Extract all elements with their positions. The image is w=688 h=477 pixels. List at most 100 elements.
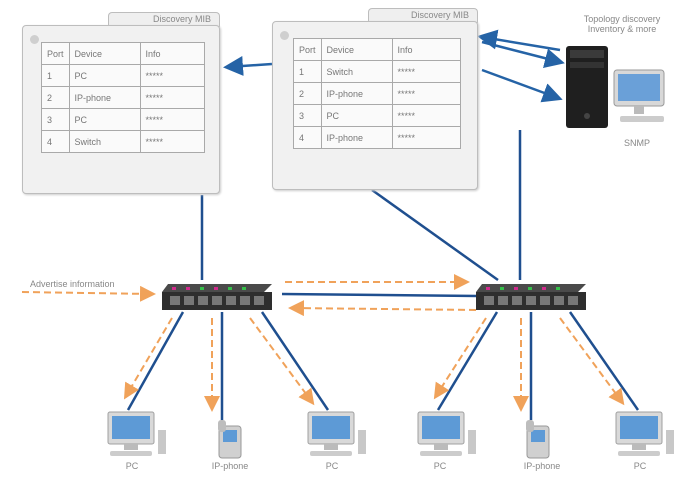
right-pc1-adv [433,317,487,400]
left-pc1-label: PC [125,461,139,471]
mib-to-mib-arrow [223,56,273,76]
server-to-mib-arrow [477,29,561,52]
mib-to-server-arrow-1 [481,40,565,68]
folder-dot-icon [30,35,39,44]
server-power-led [584,113,590,119]
pc-icon [107,411,166,456]
device-cell: PC [320,104,393,127]
left-mib-body: Port Device Info 1 PC ***** 2 IP-phone *… [22,25,220,194]
info-cell: ***** [391,104,462,127]
left-switch-icon [162,284,272,310]
left-discovery-mib: Discovery MIB Port Device Info 1 PC ****… [22,12,220,194]
left-mib-table: Port Device Info 1 PC ***** 2 IP-phone *… [41,42,206,153]
keyboard [620,116,664,122]
port-led [542,287,546,290]
left-pc2-label: PC [325,461,339,471]
port [170,296,180,305]
port-led [200,287,204,290]
table-row: 2 IP-phone ***** [293,82,462,105]
device-cell: IP-phone [68,86,141,109]
port-led [242,287,246,290]
port-cell: 1 [293,60,322,83]
table-header-row: Port Device Info [41,42,206,65]
port-led [556,287,560,290]
table-row: 3 PC ***** [293,104,462,127]
right-pc2-adv [559,317,625,406]
table-row: 1 Switch ***** [293,60,462,83]
right-pc2-link [568,311,640,411]
port [484,296,494,305]
port-cell: 1 [41,64,70,87]
monitor-stand [634,106,644,114]
ip-phone-icon [526,420,550,459]
port-led [486,287,490,290]
left-pc2-adv [249,317,315,406]
port-cell: 4 [41,130,70,153]
port-led [500,287,504,290]
ip-phone-icon [218,420,242,459]
device-cell: Switch [320,60,393,83]
device-cell: PC [68,108,141,131]
device-cell: Switch [68,130,141,153]
left-pc1-link [126,311,185,411]
port-led [186,287,190,290]
port [540,296,550,305]
info-header: Info [139,42,206,65]
port [512,296,522,305]
info-cell: ***** [391,60,462,83]
port-header: Port [41,42,70,65]
port [254,296,264,305]
port-cell: 4 [293,126,322,149]
switch-trunk-link [281,292,479,298]
right-phone-label: IP-phone [523,461,561,471]
snmp-title-line2: Inventory & more [587,24,657,34]
port [184,296,194,305]
port-cell: 2 [41,86,70,109]
right-mib-tab: Discovery MIB [368,8,478,23]
snmp-title: Topology discovery Inventory & more [562,14,682,34]
server-tower-bay [570,62,604,68]
pc-icon [307,411,366,456]
port [198,296,208,305]
device-header: Device [320,38,393,61]
device-cell: IP-phone [320,126,393,149]
port [498,296,508,305]
right-pc1-label: PC [433,461,447,471]
pc-icon [417,411,476,456]
device-cell: PC [68,64,141,87]
port [568,296,578,305]
pc-icon [615,411,674,456]
advertise-label: Advertise information [30,279,115,289]
right-pc2-label: PC [633,461,647,471]
port-cell: 2 [293,82,322,105]
port [526,296,536,305]
table-header-row: Port Device Info [293,38,462,61]
server-tower-face [570,50,604,58]
monitor-screen [618,74,660,101]
mib-right-link [371,188,499,282]
port-led [528,287,532,290]
port-cell: 3 [41,108,70,131]
left-phone-label: IP-phone [211,461,249,471]
info-cell: ***** [391,82,462,105]
table-row: 2 IP-phone ***** [41,86,206,109]
right-mib-body: Port Device Info 1 Switch ***** 2 IP-pho… [272,21,478,190]
port-header: Port [293,38,322,61]
snmp-title-line1: Topology discovery [583,14,661,24]
left-mib-title: Discovery MIB [152,14,211,24]
snmp-server-icon [566,46,665,128]
left-mib-tab: Discovery MIB [108,12,220,27]
port [240,296,250,305]
right-mib-title: Discovery MIB [410,10,469,20]
folder-dot-icon [280,31,289,40]
port-led [172,287,176,290]
mib-to-server-arrow-2 [481,68,563,103]
trunk-advertise-arrow-2 [288,300,477,317]
port-led [514,287,518,290]
port-led [214,287,218,290]
info-cell: ***** [139,130,206,153]
port [226,296,236,305]
table-row: 1 PC ***** [41,64,206,87]
info-header: Info [391,38,462,61]
